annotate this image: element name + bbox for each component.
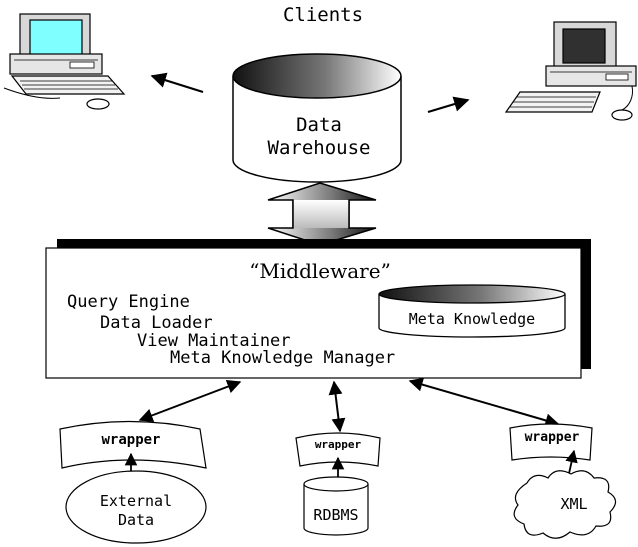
arrow-to-right-client (427, 96, 470, 114)
meta-knowledge-label: Meta Knowledge (409, 310, 535, 328)
warehouse-label-line1: Data (296, 114, 342, 136)
external-wrapper-shape (59, 420, 207, 469)
external-data-line2: Data (118, 511, 154, 529)
meta-knowledge-cylinder (378, 284, 566, 338)
double-arrow-icon (267, 182, 377, 246)
external-wrapper-label: wrapper (101, 432, 160, 448)
query-engine-label: Query Engine (67, 292, 190, 312)
external-data-line1: External (100, 492, 172, 510)
meta-knowledge-manager-label: Meta Knowledge Manager (170, 348, 395, 368)
data-loader-label: Data Loader (100, 313, 213, 333)
arrow-xml-middleware (408, 377, 560, 428)
arrow-to-left-client (150, 72, 204, 94)
warehouse-label-line2: Warehouse (268, 137, 371, 159)
xml-cloud-shape (513, 470, 617, 539)
clients-label: Clients (283, 4, 363, 26)
rdbms-wrapper-shape (295, 432, 381, 467)
view-maintainer-label: View Maintainer (137, 331, 291, 351)
rdbms-cylinder (303, 476, 369, 536)
rdbms-wrapper-label: wrapper (315, 438, 362, 451)
computer-icon (504, 21, 637, 121)
xml-wrapper-label: wrapper (525, 430, 580, 445)
middleware-title: “Middleware” (249, 259, 391, 283)
data-warehouse-cylinder (232, 53, 402, 183)
arrow-external-middleware (138, 379, 242, 423)
xml-label: XML (560, 495, 587, 513)
computer-icon (3, 13, 126, 110)
external-data-ellipse (65, 470, 207, 544)
arrow-rdbms-middleware (328, 380, 346, 433)
rdbms-label: RDBMS (313, 506, 358, 524)
